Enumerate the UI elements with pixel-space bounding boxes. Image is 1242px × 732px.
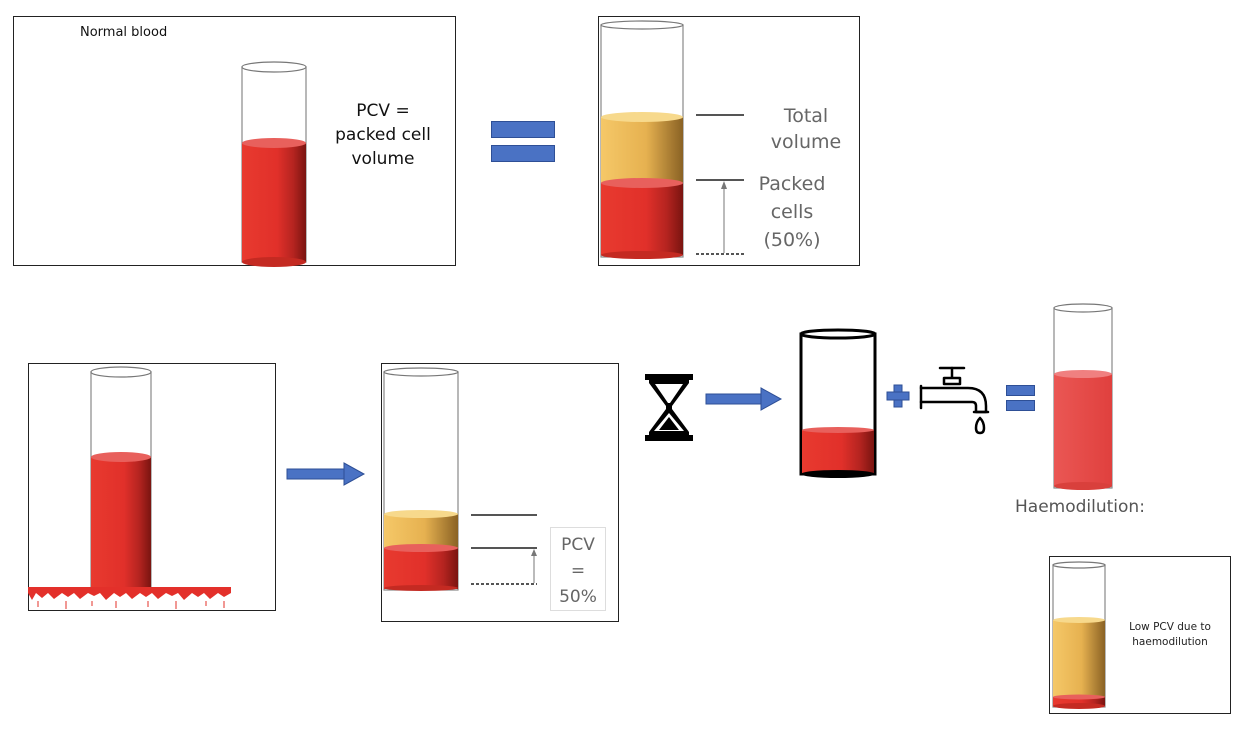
hourglass-icon — [645, 374, 693, 441]
arrow-right — [286, 462, 366, 486]
measurement-lines — [471, 514, 537, 585]
panel-title: Normal blood — [80, 25, 168, 40]
bleeding-panel — [28, 363, 276, 611]
blood-puddle — [28, 587, 231, 609]
blood-beaker — [799, 328, 877, 478]
measurement-lines — [696, 114, 744, 255]
post-bleed-pcv-panel: PCV = 50% — [381, 363, 619, 622]
equals-sign — [491, 121, 555, 138]
bleeding-tube — [90, 366, 152, 588]
low-pcv-panel: Low PCV due to haemodilution — [1049, 556, 1231, 714]
normal-blood-panel: Normal blood PCV = packed cell volume — [13, 16, 456, 267]
equals-sign — [1006, 385, 1035, 396]
equals-sign — [1006, 400, 1035, 411]
total-volume-label: Total volume — [770, 105, 842, 153]
equals-sign — [491, 145, 555, 162]
pcv-definition: PCV = packed cell volume — [335, 101, 431, 169]
arrow-right — [705, 387, 783, 411]
low-pcv-caption: Low PCV due to haemodilution — [1129, 621, 1211, 648]
diluted-blood-tube — [1053, 303, 1113, 490]
blood-tube — [241, 61, 307, 267]
plus-icon — [886, 384, 910, 408]
separated-blood-panel: Total volume Packed cells (50%) — [598, 16, 860, 266]
water-tap-icon — [919, 366, 990, 435]
pcv-value-box: PCV = 50% — [550, 527, 606, 611]
haemodilution-title: Haemodilution: — [1015, 497, 1145, 517]
low-pcv-tube — [1052, 561, 1106, 709]
separated-tube — [600, 20, 684, 259]
post-bleed-tube — [383, 367, 459, 591]
packed-cells-label: Packed cells (50%) — [758, 173, 826, 251]
